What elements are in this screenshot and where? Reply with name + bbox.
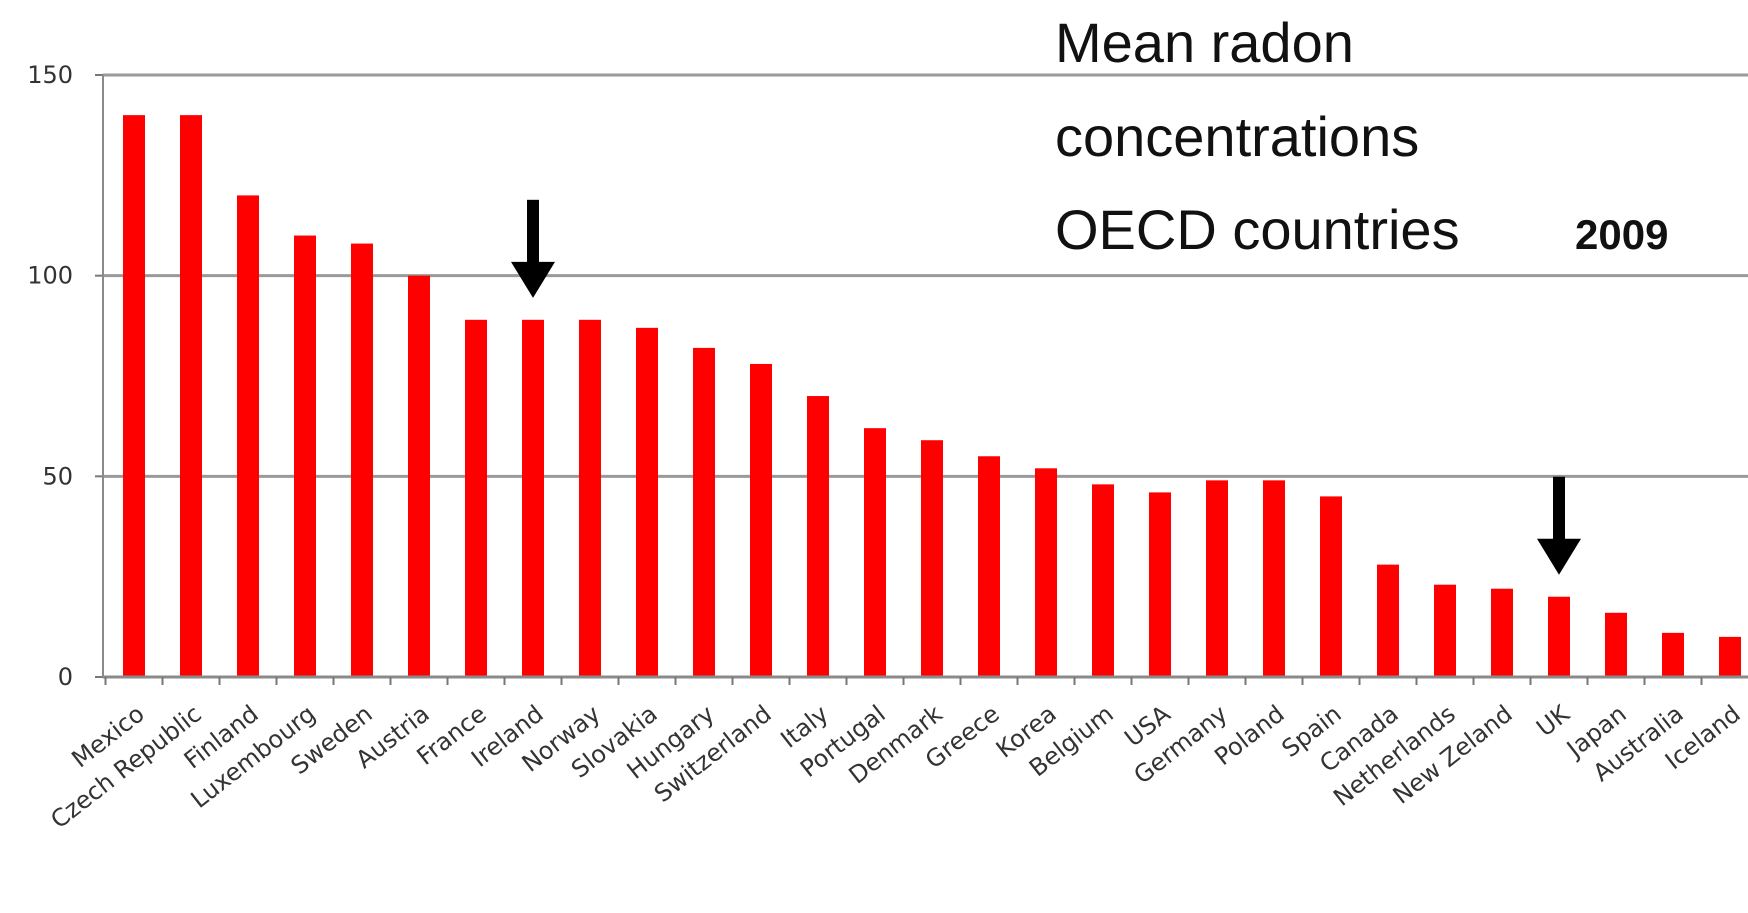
- bar: [807, 396, 829, 677]
- bar: [1662, 632, 1684, 677]
- gridlines: [103, 73, 1748, 478]
- bar: [123, 115, 145, 678]
- y-axis-ticks: 0 50 100 150: [27, 61, 103, 691]
- chart-title-line-3: OECD countries: [1055, 198, 1460, 261]
- chart-title-line-1: Mean radon: [1055, 11, 1354, 74]
- bar: [1719, 636, 1741, 677]
- y-tick-label: 0: [58, 663, 73, 691]
- bar: [1320, 496, 1342, 677]
- arrow-markers: [511, 199, 1581, 575]
- down-arrow-icon: [1537, 476, 1581, 575]
- y-tick-label: 100: [27, 262, 73, 290]
- bar: [693, 347, 715, 677]
- bar: [1035, 468, 1057, 677]
- bar: [636, 327, 658, 677]
- bar: [1377, 564, 1399, 677]
- bar: [408, 275, 430, 677]
- bar: [864, 428, 886, 677]
- bar: [465, 319, 487, 677]
- bar: [1548, 596, 1570, 677]
- bar: [351, 243, 373, 677]
- bar: [1206, 480, 1228, 677]
- bar: [1263, 480, 1285, 677]
- bar: [237, 195, 259, 677]
- bar: [1092, 484, 1114, 677]
- chart-title-line-2: concentrations: [1055, 105, 1419, 168]
- down-arrow-icon: [511, 199, 555, 298]
- bar: [1491, 588, 1513, 677]
- y-tick-label: 50: [42, 462, 73, 490]
- bar: [294, 235, 316, 678]
- chart-year-label: 2009: [1575, 211, 1668, 258]
- bars: [123, 115, 1741, 678]
- bar: [579, 319, 601, 677]
- bar: [522, 319, 544, 677]
- bar: [1149, 492, 1171, 677]
- y-tick-label: 150: [27, 61, 73, 89]
- bar: [1434, 584, 1456, 677]
- bar: [921, 440, 943, 677]
- bar: [750, 363, 772, 677]
- bar: [1605, 612, 1627, 677]
- bar: [180, 115, 202, 678]
- bar: [978, 456, 1000, 677]
